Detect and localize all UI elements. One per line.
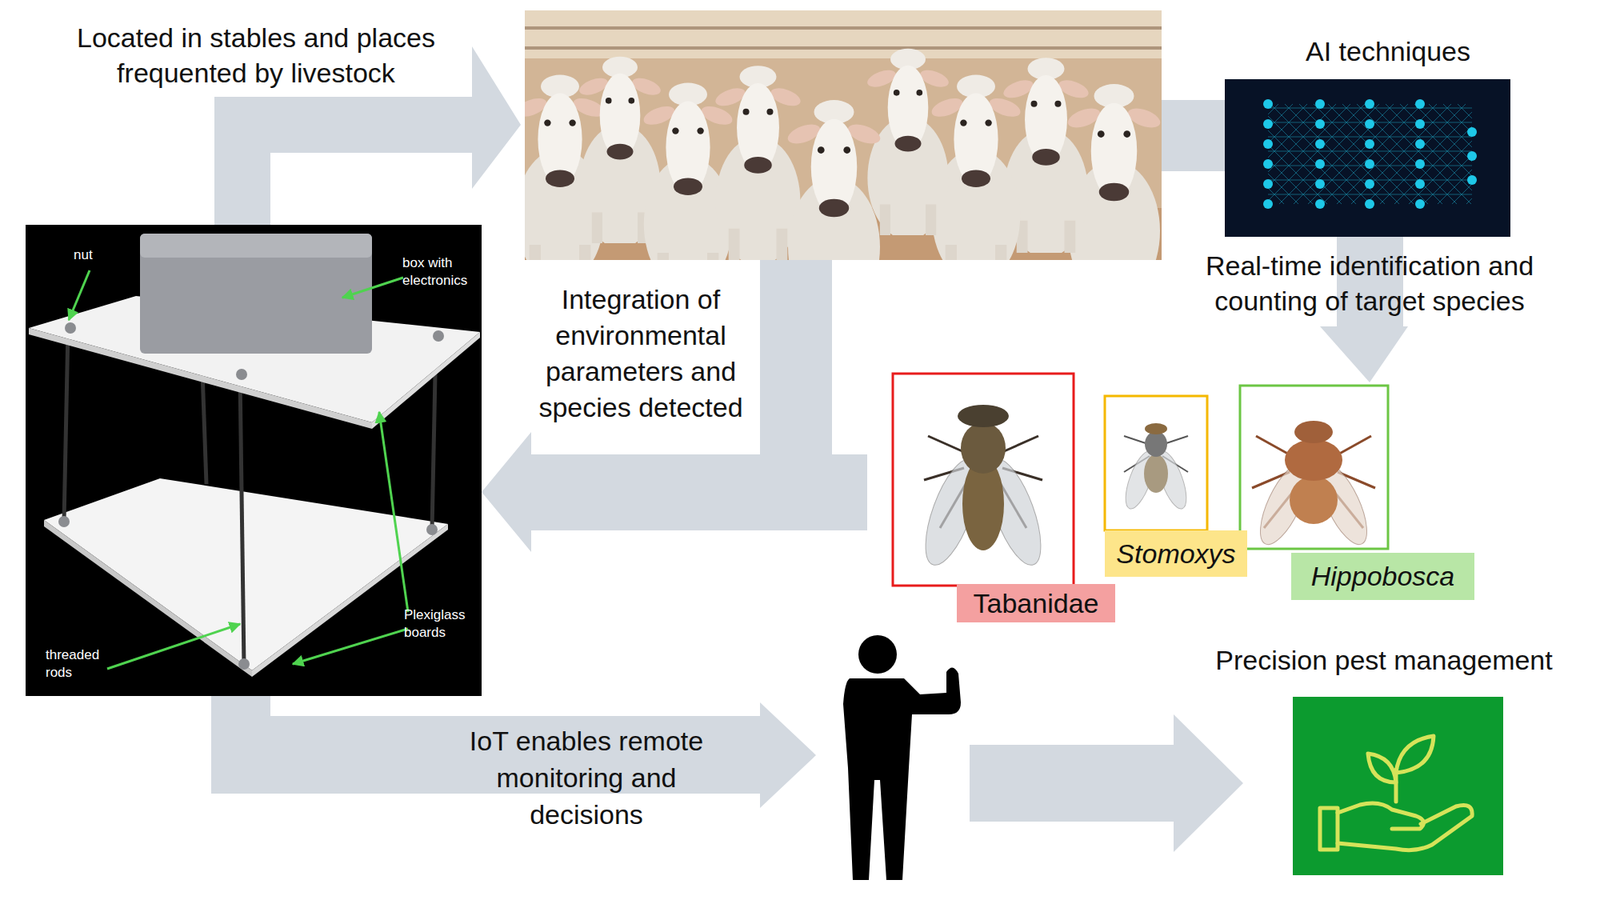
caption-text: Located in stables and places frequented…: [40, 20, 472, 91]
neural-network-image: [1224, 79, 1511, 237]
species-label-band: Hippobosca: [1291, 552, 1475, 600]
species-label-band: Stomoxys: [1104, 530, 1248, 577]
part-label: box with electronics: [402, 254, 483, 290]
person-silhouette: [843, 635, 961, 880]
caption-text: Precision pest management: [1184, 642, 1584, 678]
caption-text: Real-time identification and counting of…: [1169, 248, 1570, 319]
species-name: Hippobosca: [1311, 560, 1456, 592]
species-name: Tabanidae: [973, 588, 1100, 620]
trap-device-photo: [25, 224, 482, 696]
caption-text: IoT enables remote monitoring and decisi…: [454, 722, 719, 833]
species-name: Stomoxys: [1116, 538, 1236, 570]
cattle-photo: [524, 10, 1162, 260]
part-label: Plexiglass boards: [404, 606, 480, 642]
caption-text: AI techniques: [1228, 33, 1548, 69]
caption-text: Integration of environmental parameters …: [516, 281, 765, 426]
part-label: nut: [73, 246, 114, 264]
part-label: threaded rods: [45, 646, 118, 682]
species-label-band: Tabanidae: [956, 584, 1116, 623]
precision-icon: [1292, 696, 1504, 876]
